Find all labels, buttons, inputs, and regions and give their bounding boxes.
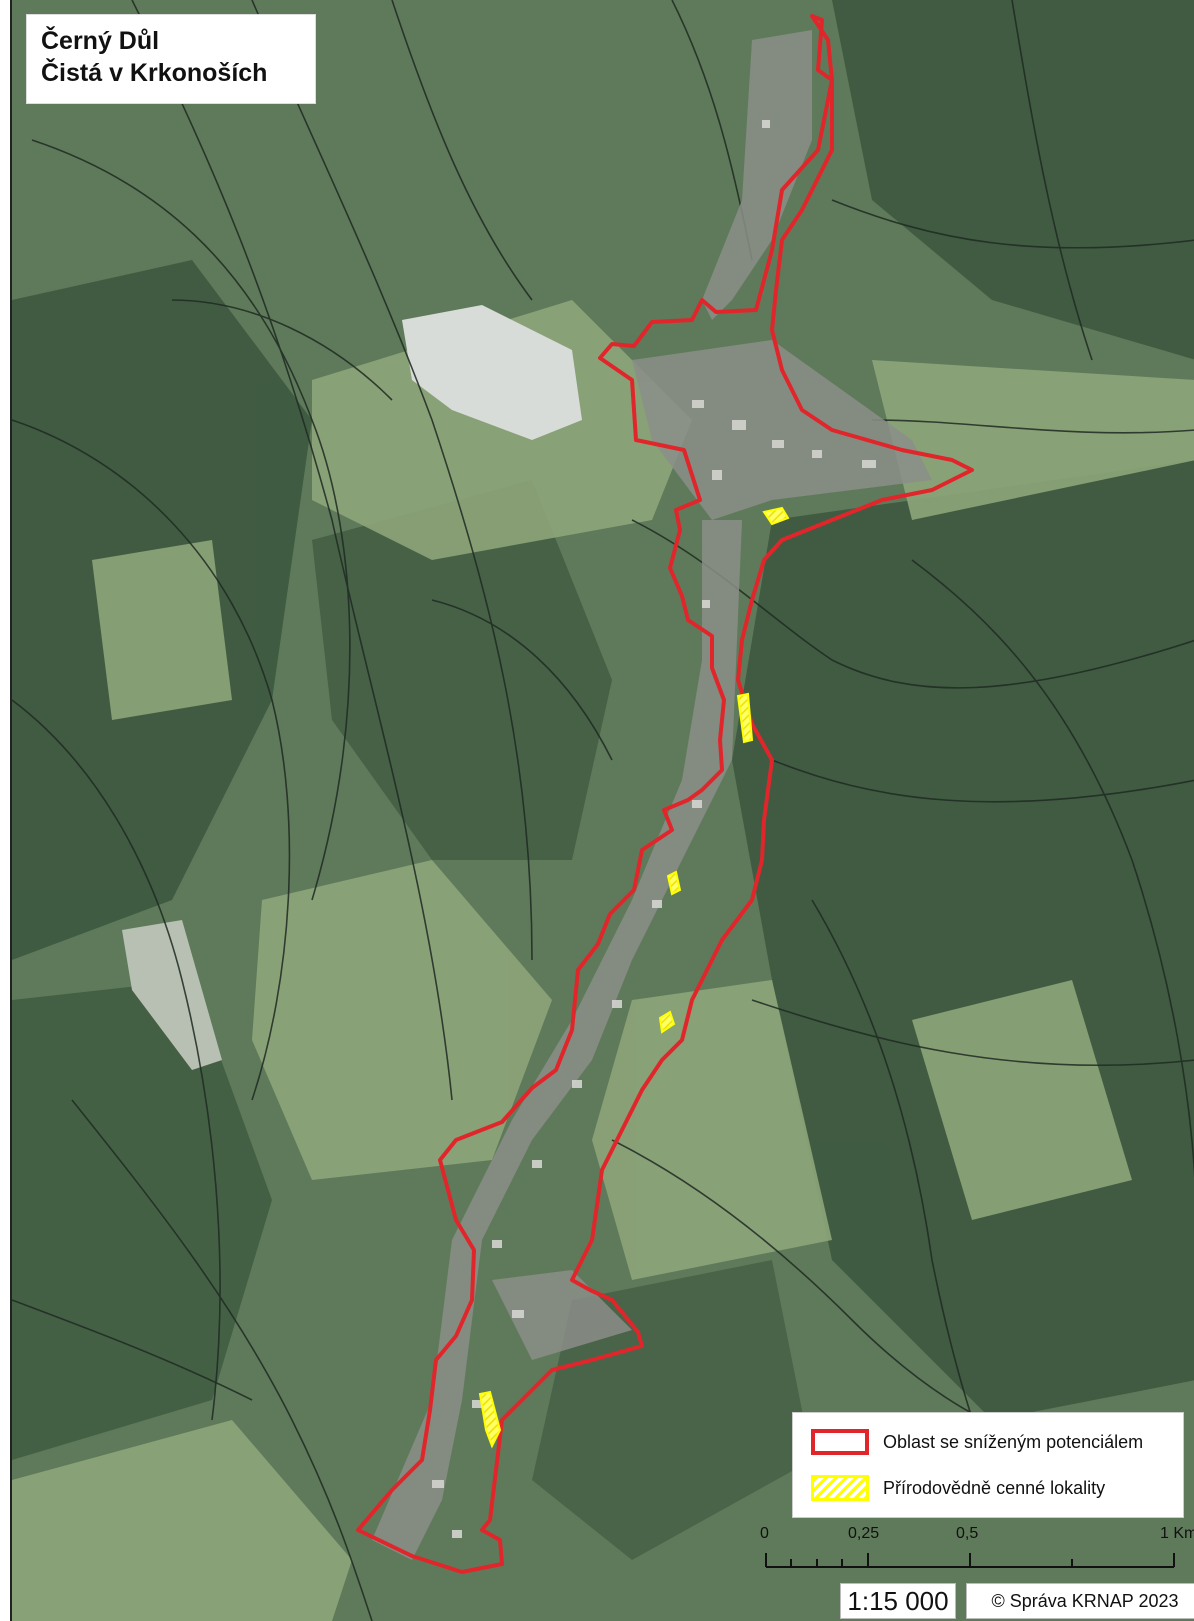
scale-label-0: 0 (760, 1525, 769, 1542)
scale-label-05: 0,5 (956, 1525, 979, 1542)
settlement-areas (372, 30, 932, 1560)
legend-label-valuable-sites: Přírodovědně cenné lokality (883, 1477, 1106, 1498)
map-legend: Oblast se sníženým potenciálem Přírodově… (792, 1412, 1184, 1518)
scale-bar: 0 0,25 0,5 1 Km (760, 1525, 1194, 1577)
quarry-patch (122, 305, 582, 1070)
scale-bar-graphic (765, 1553, 1175, 1568)
legend-swatch-yellow (811, 1475, 869, 1501)
reduced-potential-boundary[interactable] (356, 14, 974, 1574)
copyright-notice: © Správa KRNAP 2023 (966, 1583, 1194, 1619)
legend-swatch-red (811, 1429, 869, 1455)
meadow-areas (12, 300, 1194, 1621)
buildings (432, 120, 876, 1538)
map-title-line-2: Čistá v Krkonoších (41, 59, 268, 87)
legend-item-reduced-potential: Oblast se sníženým potenciálem (811, 1425, 1143, 1459)
map-title-box: Černý Důl Čistá v Krkonoších (26, 14, 316, 104)
map-canvas[interactable]: Černý Důl Čistá v Krkonoších Oblast se s… (10, 0, 1194, 1621)
legend-item-valuable-sites: Přírodovědně cenné lokality (811, 1471, 1105, 1505)
valuable-sites[interactable] (478, 506, 790, 1449)
map-title-line-1: Černý Důl (41, 27, 160, 55)
legend-label-reduced-potential: Oblast se sníženým potenciálem (883, 1431, 1144, 1452)
scale-label-025: 0,25 (848, 1525, 880, 1542)
aerial-map (12, 0, 1194, 1621)
scale-ratio: 1:15 000 (840, 1583, 956, 1619)
scale-label-1km: 1 Km (1160, 1525, 1194, 1542)
